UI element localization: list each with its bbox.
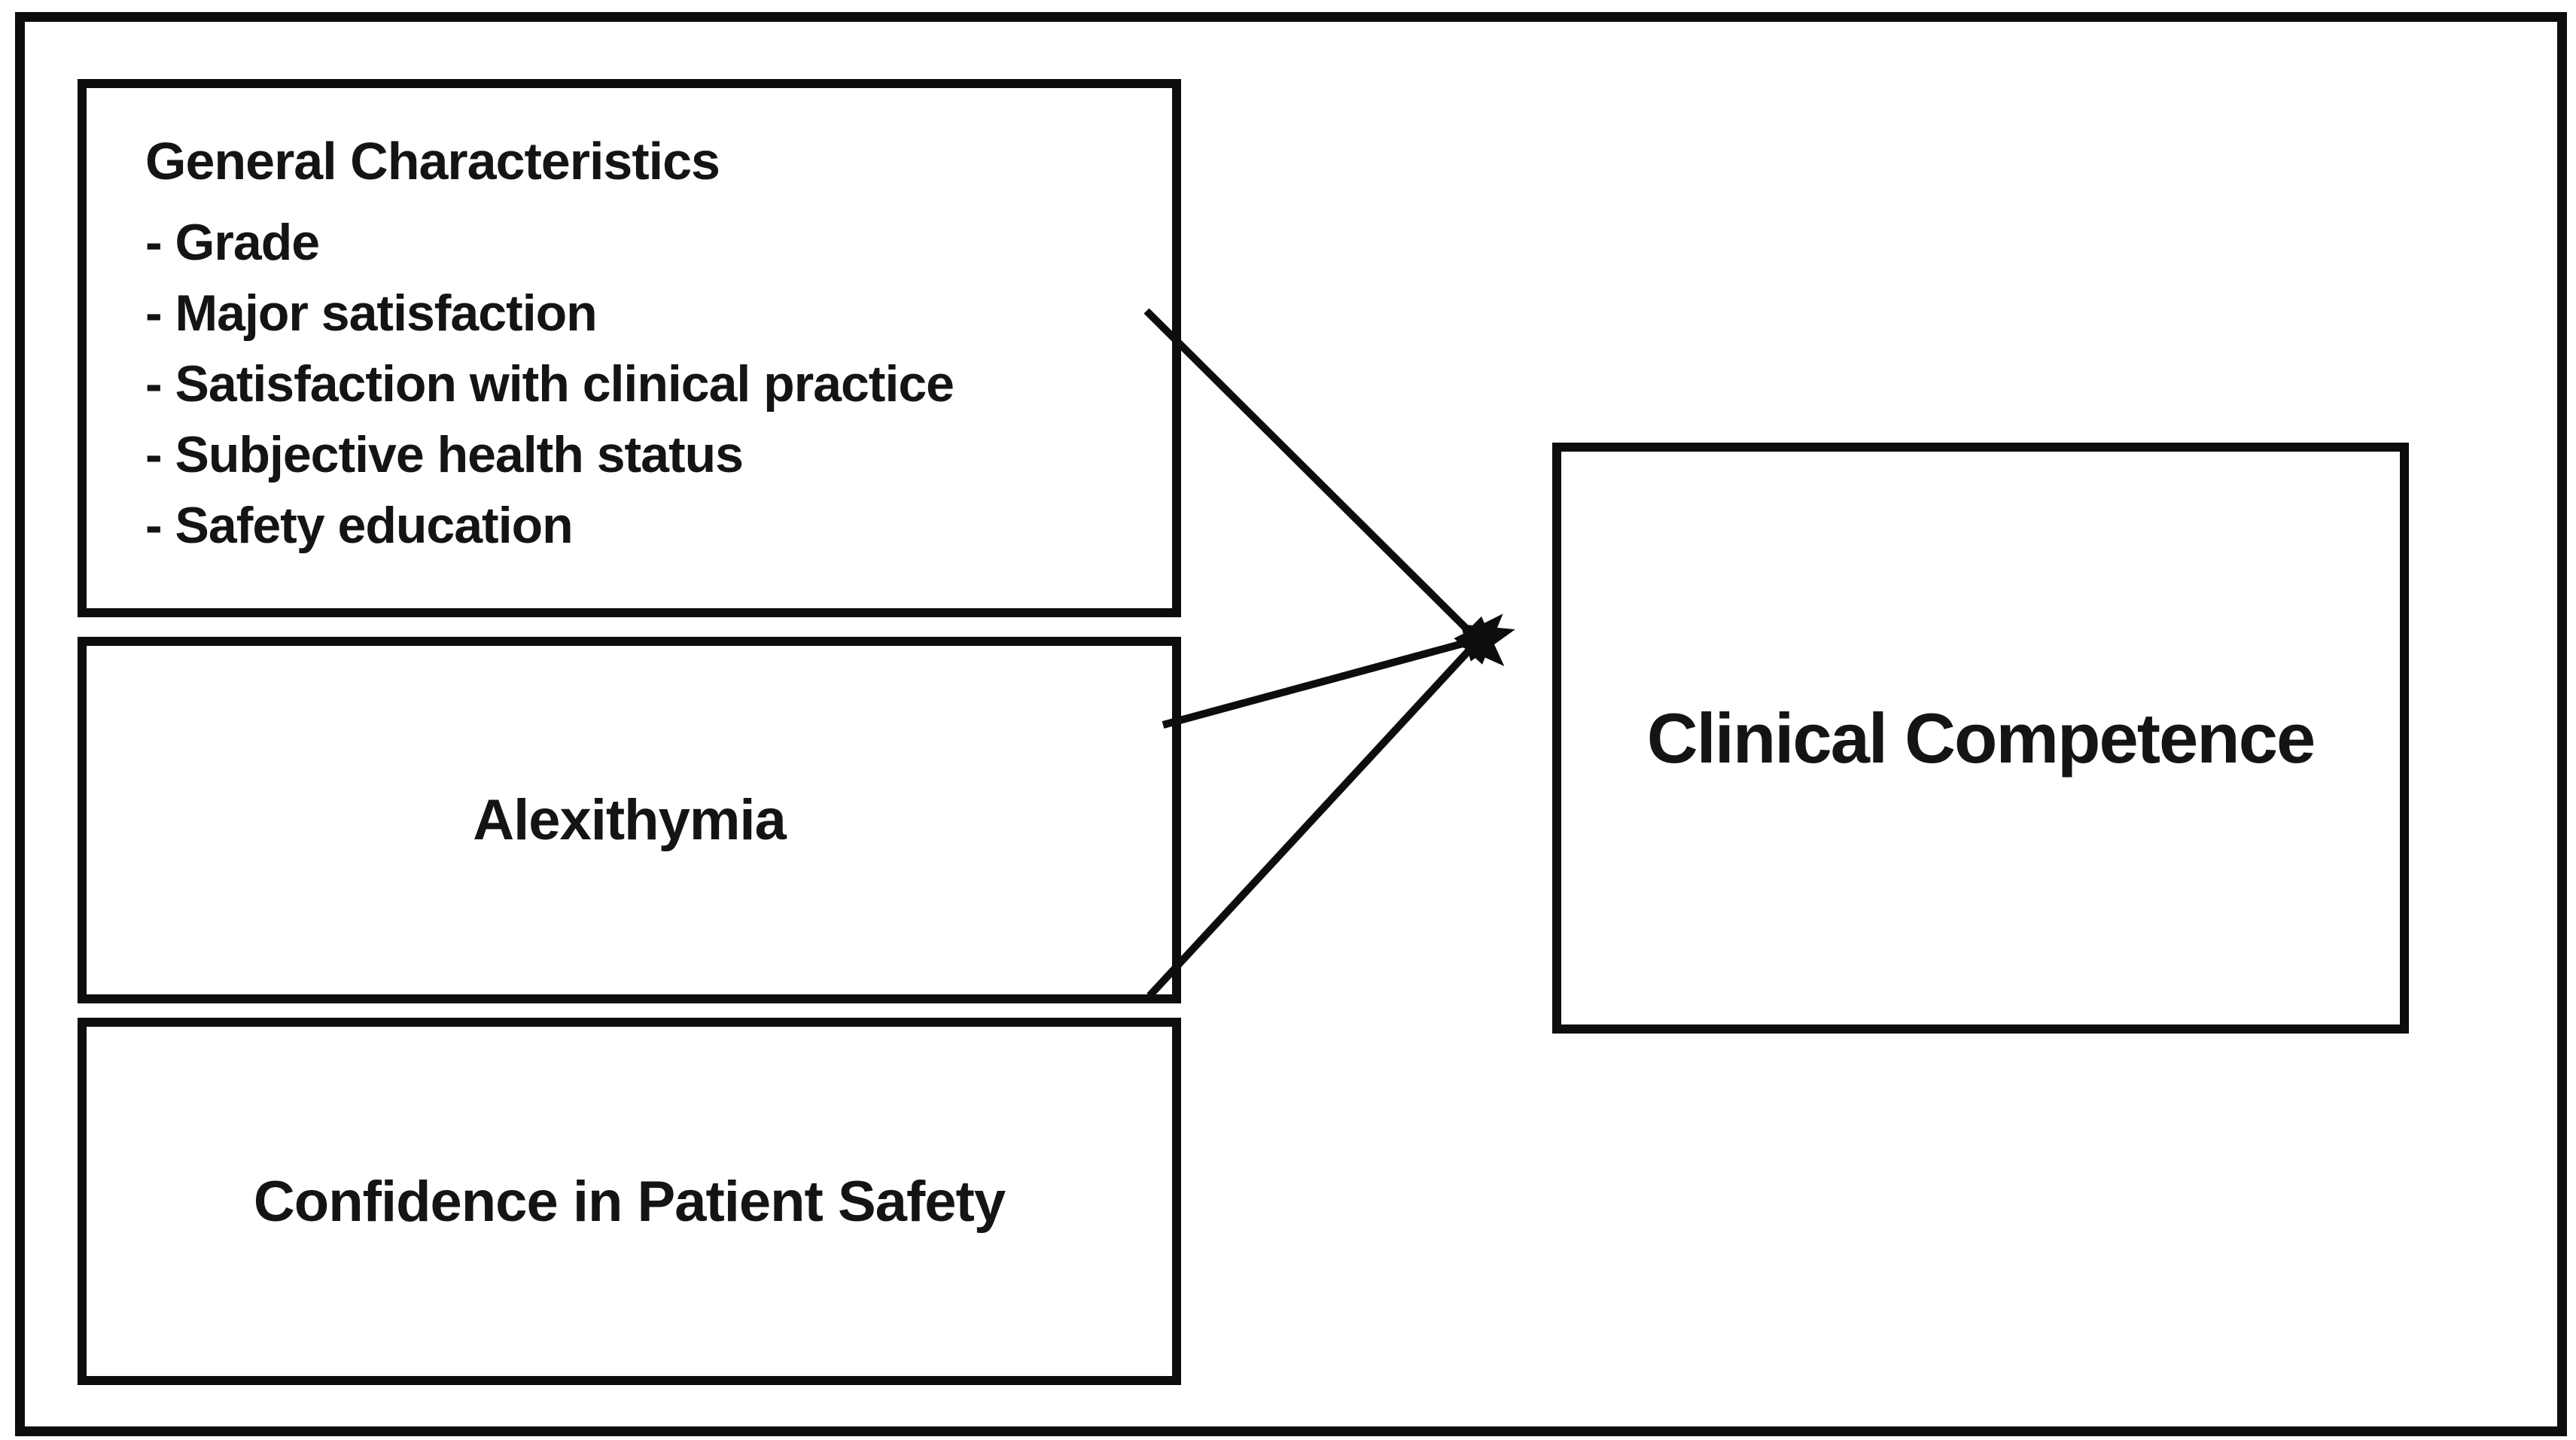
predictor-box-confidence-in-patient-safety: Confidence in Patient Safety xyxy=(78,1018,1181,1385)
general-characteristics-list-item: - Grade xyxy=(145,214,320,271)
predictor-box-alexithymia: Alexithymia xyxy=(78,637,1181,1003)
general-characteristics-list-item: - Major satisfaction xyxy=(145,285,598,342)
general-characteristics-list-item: - Satisfaction with clinical practice xyxy=(145,355,955,413)
alexithymia-label: Alexithymia xyxy=(473,788,787,852)
clinical-competence-label: Clinical Competence xyxy=(1646,698,2316,778)
general-characteristics-title: General Characteristics xyxy=(145,132,720,190)
general-characteristics-list: - Grade - Major satisfaction - Satisfactio… xyxy=(145,207,1149,561)
general-characteristics-list-item: - Safety education xyxy=(145,497,574,554)
outer-frame xyxy=(15,12,2567,1436)
outcome-box-clinical-competence: Clinical Competence xyxy=(1552,443,2409,1034)
confidence-in-patient-safety-label: Confidence in Patient Safety xyxy=(253,1169,1006,1234)
general-characteristics-list-item: - Subjective health status xyxy=(145,426,744,483)
predictor-box-general-characteristics: General Characteristics - Grade - Major s… xyxy=(78,79,1181,617)
